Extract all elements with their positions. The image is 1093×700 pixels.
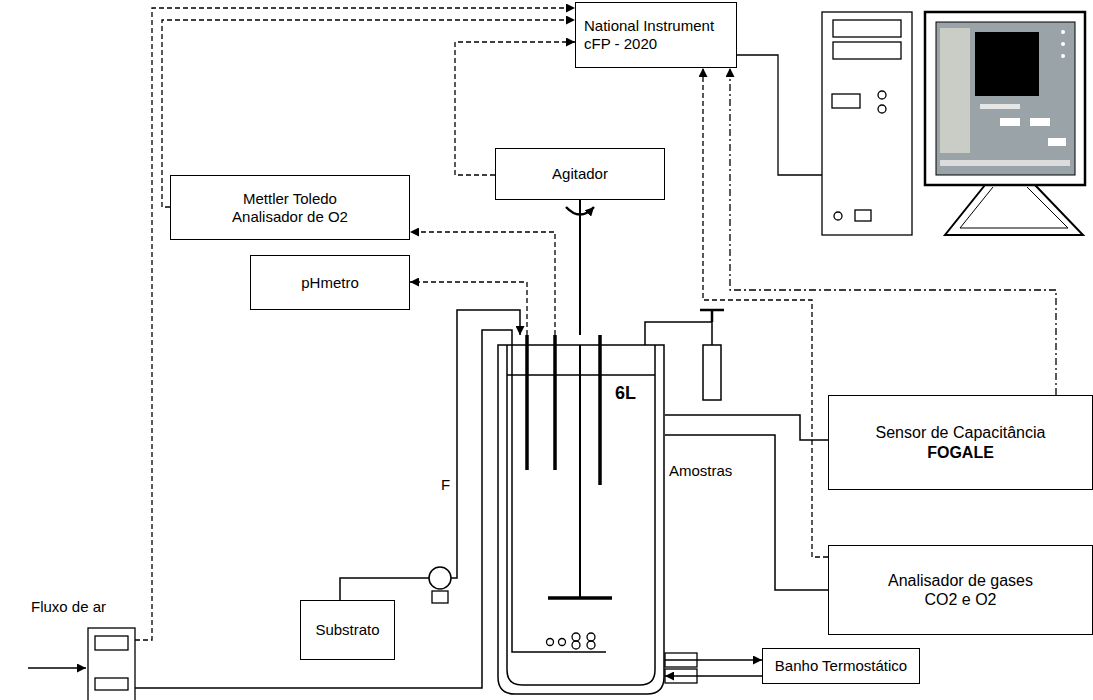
thermostatic-bath-box: Banho Termostático	[762, 648, 920, 684]
computer-link	[737, 55, 822, 175]
substrate-box: Substrato	[300, 600, 395, 660]
vessel-wall	[507, 345, 655, 685]
liquid-level	[507, 374, 655, 376]
probe-cable	[665, 415, 828, 440]
node-text: Substrato	[315, 621, 379, 639]
signal-line	[730, 68, 1056, 395]
signal-line	[703, 68, 828, 557]
signal-line	[410, 282, 527, 335]
vessel-outline	[497, 335, 665, 695]
air-flow-label: Fluxo de ar	[30, 598, 107, 616]
node-text: pHmetro	[301, 274, 359, 292]
gas-outlet-line	[665, 435, 828, 590]
capacitance-sensor-box: Sensor de CapacitânciaFOGALE	[828, 395, 1093, 490]
node-text: National Instrument cFP - 2020	[584, 17, 728, 53]
feed-line	[340, 310, 520, 600]
agitator-box: Agitador	[495, 148, 665, 200]
node-text: Banho Termostático	[775, 657, 907, 675]
water-line	[665, 659, 762, 661]
node-text: Analisador de gases CO2 e O2	[876, 571, 1046, 609]
air-line	[135, 330, 606, 688]
sample-port-label: Amostras	[668, 462, 733, 480]
controller-box: National Instrument cFP - 2020	[575, 2, 737, 68]
water-line	[665, 675, 762, 677]
bioreactor-vessel: 6L	[497, 335, 665, 695]
air-inlet-arrow	[28, 667, 86, 669]
node-text: FOGALE	[927, 443, 994, 462]
vessel-jacket	[498, 345, 664, 694]
sample-port	[645, 310, 724, 400]
computer-monitor	[925, 12, 1085, 235]
signal-line	[410, 232, 555, 335]
gas-analyzer-box: Analisador de gases CO2 e O2	[828, 545, 1093, 635]
oxygen-analyzer-box: Mettler Toledo Analisador de O2	[170, 175, 410, 240]
node-text: 6L	[615, 383, 636, 405]
node-text: Sensor de Capacitância	[876, 423, 1046, 442]
sparger-bubbles	[547, 633, 596, 649]
air-signal-line	[135, 8, 575, 640]
jacket-ports	[665, 653, 697, 683]
air-flow-meter	[88, 628, 135, 700]
node-text: Mettler Toledo Analisador de O2	[215, 190, 365, 226]
ph-meter-box: pHmetro	[250, 255, 410, 310]
computer-tower	[822, 12, 912, 235]
node-text: Agitador	[552, 165, 608, 183]
agitator-shaft	[579, 200, 581, 335]
flow-label: F	[440, 476, 451, 494]
